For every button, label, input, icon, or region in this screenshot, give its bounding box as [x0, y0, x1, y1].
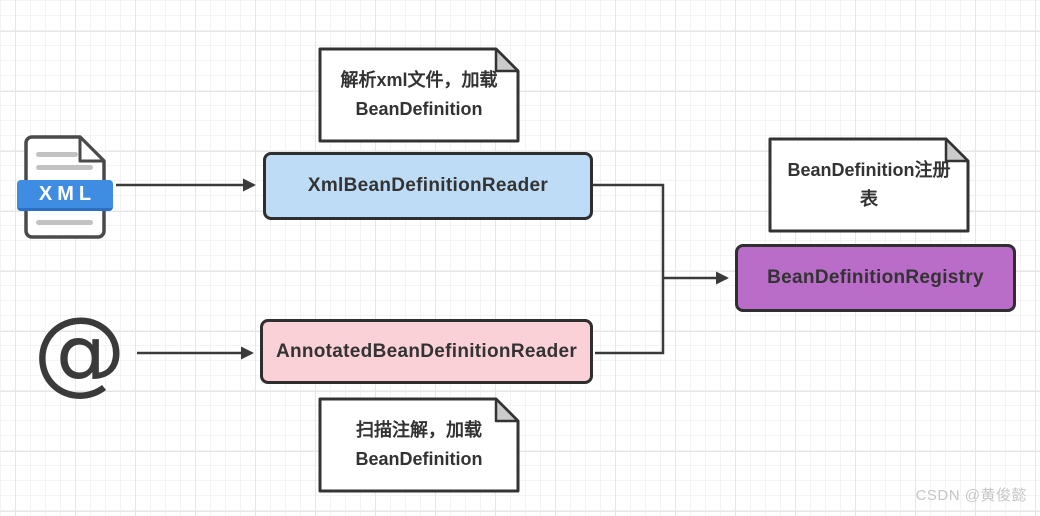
xml-badge-label: XML	[38, 182, 97, 205]
note-paper	[768, 137, 970, 233]
note-fold-corner	[494, 397, 520, 423]
doc-text-line	[36, 152, 78, 157]
annotation-at-symbol: @	[33, 297, 126, 405]
node-bean-definition-registry: BeanDefinitionRegistry	[735, 244, 1016, 312]
note-scan-annotation-text: 扫描注解，加载 BeanDefinition	[355, 420, 483, 469]
note-paper	[318, 397, 520, 493]
note-fold-corner	[944, 137, 970, 163]
node-label: XmlBeanDefinitionReader	[307, 175, 549, 196]
node-label: BeanDefinitionRegistry	[767, 267, 984, 288]
xml-file-icon: XML	[17, 134, 113, 240]
node-label: AnnotatedBeanDefinitionReader	[275, 340, 578, 362]
doc-text-line	[36, 220, 93, 225]
note-paper	[318, 47, 520, 143]
node-annotated-bean-definition-reader: AnnotatedBeanDefinitionReader	[260, 319, 593, 384]
doc-text-line	[36, 165, 93, 170]
connector-readers-junction	[592, 183, 665, 355]
page-fold-corner	[78, 135, 106, 163]
watermark: CSDN @黄俊懿	[915, 487, 1027, 504]
note-parse-xml-text: 解析xml文件，加载 BeanDefinition	[340, 70, 498, 119]
node-xml-bean-definition-reader: XmlBeanDefinitionReader	[263, 152, 593, 220]
note-scan-annotation: 扫描注解，加载 BeanDefinition	[318, 397, 520, 493]
note-registry-table-text: BeanDefinition注册 表	[787, 160, 951, 209]
note-fold-corner	[494, 47, 520, 73]
note-registry-table: BeanDefinition注册 表	[768, 137, 970, 233]
note-parse-xml: 解析xml文件，加载 BeanDefinition	[318, 47, 520, 143]
xml-badge: XML	[17, 180, 113, 211]
